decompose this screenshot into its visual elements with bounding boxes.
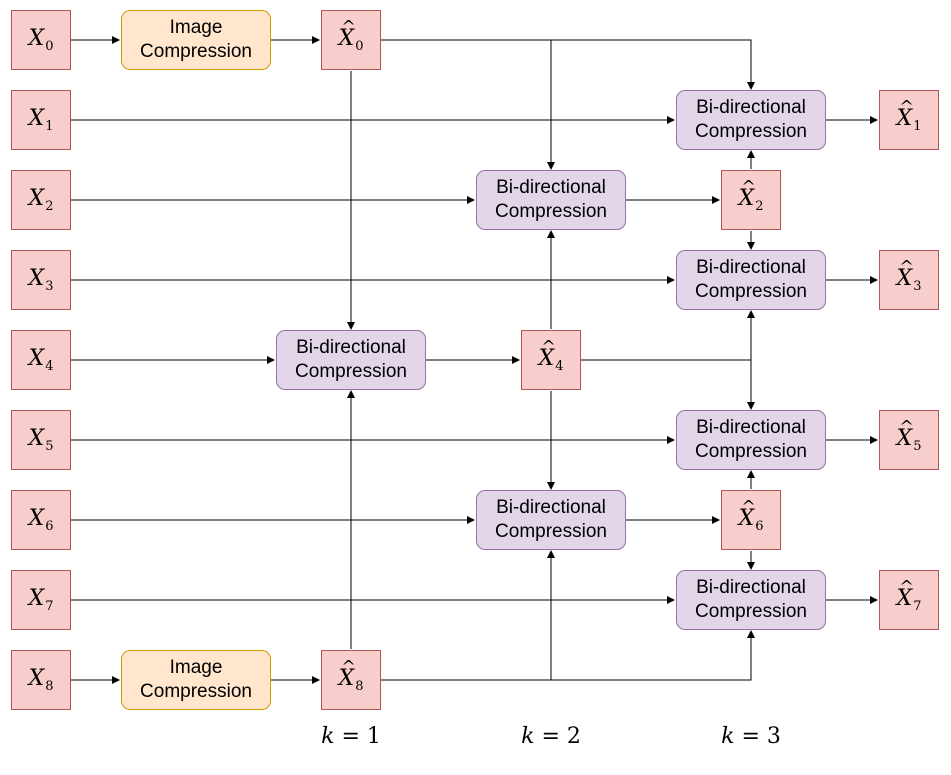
frame-x4: X4	[11, 330, 71, 390]
frame-xhat2: X2	[721, 170, 781, 230]
frame-x8: X8	[11, 650, 71, 710]
frame-x1: X1	[11, 90, 71, 150]
edge-xh8-right	[381, 630, 755, 681]
frame-xhat6: X6	[721, 490, 781, 550]
frame-xhat0: X0	[321, 10, 381, 70]
frame-x6: X6	[11, 490, 71, 550]
level-label-k2: k = 2	[521, 724, 581, 749]
frame-x3: X3	[11, 250, 71, 310]
frame-x5: X5	[11, 410, 71, 470]
level-label-k3: k = 3	[721, 724, 781, 749]
frame-xhat7: X7	[879, 570, 939, 630]
frame-xhat3: X3	[879, 250, 939, 310]
frame-xhat1: X1	[879, 90, 939, 150]
frame-x7: X7	[11, 570, 71, 630]
edge-xh0-right	[381, 39, 755, 90]
frame-x0: X0	[11, 10, 71, 70]
frame-xhat8: X8	[321, 650, 381, 710]
frame-xhat5: X5	[879, 410, 939, 470]
level-label-k1: k = 1	[321, 724, 381, 749]
frame-xhat4: X4	[521, 330, 581, 390]
frame-x2: X2	[11, 170, 71, 230]
